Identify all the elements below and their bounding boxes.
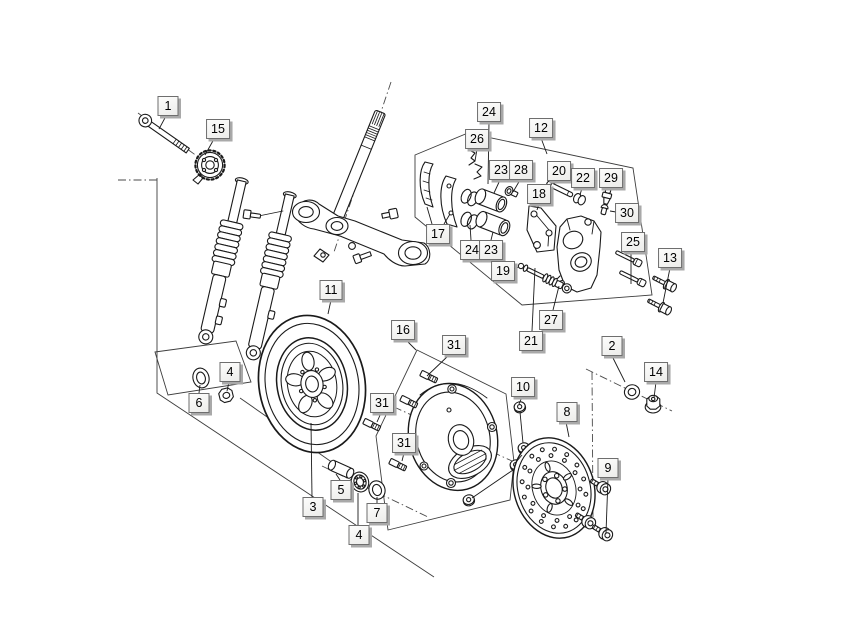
callout-24-4[interactable]: 24 bbox=[477, 102, 501, 122]
yoke-pinch-bolt bbox=[242, 209, 262, 220]
callout-27-19[interactable]: 27 bbox=[539, 310, 563, 330]
callout-7-34[interactable]: 7 bbox=[366, 503, 388, 523]
wheel-stud-2 bbox=[362, 418, 382, 432]
callout-15-1[interactable]: 15 bbox=[206, 119, 230, 139]
caliper-bolt-1 bbox=[647, 298, 673, 316]
slide-pin-upper bbox=[615, 250, 643, 268]
callout-23-15[interactable]: 23 bbox=[479, 240, 503, 260]
speedometer-drive bbox=[192, 149, 226, 185]
brake-pad-outer bbox=[419, 161, 434, 208]
wheel-bearing bbox=[350, 471, 370, 493]
fork-leg-left bbox=[198, 177, 249, 345]
callout-20-8[interactable]: 20 bbox=[547, 161, 571, 181]
front-wheel bbox=[257, 314, 367, 454]
hub-spacer bbox=[327, 459, 355, 479]
axle-bolt bbox=[138, 113, 190, 154]
callout-31-30[interactable]: 31 bbox=[392, 433, 416, 453]
callout-4-35[interactable]: 4 bbox=[348, 525, 370, 545]
wheel-hub bbox=[407, 382, 499, 492]
callout-22-9[interactable]: 22 bbox=[571, 168, 595, 188]
wheel-nut-3 bbox=[462, 494, 476, 507]
callout-21-20[interactable]: 21 bbox=[519, 331, 543, 351]
callout-29-10[interactable]: 29 bbox=[599, 168, 623, 188]
callout-leader-lines bbox=[158, 115, 671, 534]
callout-26-5[interactable]: 26 bbox=[465, 129, 489, 149]
callout-10-26[interactable]: 10 bbox=[511, 377, 535, 397]
yoke-side-bolt bbox=[381, 207, 399, 220]
callout-31-25[interactable]: 31 bbox=[370, 393, 394, 413]
group-outline-0 bbox=[156, 178, 435, 578]
brake-pad-inner bbox=[440, 175, 458, 228]
hub-seal bbox=[368, 480, 386, 500]
caliper-pin-assembly bbox=[517, 262, 572, 294]
callout-16-21[interactable]: 16 bbox=[391, 320, 415, 340]
slide-pin-lower bbox=[619, 270, 647, 288]
caliper-piston-lower bbox=[475, 210, 511, 237]
callout-31-22[interactable]: 31 bbox=[442, 335, 466, 355]
callout-14-24[interactable]: 14 bbox=[644, 362, 668, 382]
bearing-nut-left bbox=[218, 387, 234, 404]
callout-28-7[interactable]: 28 bbox=[509, 160, 533, 180]
callout-1-0[interactable]: 1 bbox=[157, 96, 179, 116]
yoke-stud bbox=[352, 251, 372, 265]
callout-4-28[interactable]: 4 bbox=[219, 362, 241, 382]
group-outline-1 bbox=[154, 340, 252, 396]
callout-9-31[interactable]: 9 bbox=[597, 458, 619, 478]
axle-nut bbox=[644, 394, 662, 414]
callout-8-29[interactable]: 8 bbox=[556, 402, 578, 422]
caliper-piston-upper bbox=[474, 188, 508, 213]
pad-clips bbox=[468, 149, 483, 180]
callout-19-16[interactable]: 19 bbox=[491, 261, 515, 281]
brake-disc bbox=[512, 437, 596, 539]
axle-spacer bbox=[623, 384, 641, 400]
callout-18-12[interactable]: 18 bbox=[527, 184, 551, 204]
callout-6-27[interactable]: 6 bbox=[188, 393, 210, 413]
bleed-cap bbox=[600, 204, 609, 216]
callout-13-18[interactable]: 13 bbox=[658, 248, 682, 268]
wheel-stud-1 bbox=[399, 395, 419, 409]
lower-yoke bbox=[291, 199, 431, 267]
callout-30-11[interactable]: 30 bbox=[615, 203, 639, 223]
callout-12-3[interactable]: 12 bbox=[529, 118, 553, 138]
callout-2-23[interactable]: 2 bbox=[601, 336, 623, 356]
callout-3-33[interactable]: 3 bbox=[302, 497, 324, 517]
pin-boot bbox=[572, 193, 586, 206]
disc-bolt-1 bbox=[574, 512, 597, 530]
disc-bolt-2 bbox=[591, 524, 614, 542]
callout-5-32[interactable]: 5 bbox=[330, 480, 352, 500]
disc-bolt-0 bbox=[589, 478, 612, 496]
group-outline-4 bbox=[375, 349, 515, 531]
dust-seal bbox=[192, 367, 210, 389]
callout-23-6[interactable]: 23 bbox=[489, 160, 513, 180]
callout-25-17[interactable]: 25 bbox=[621, 232, 645, 252]
fork-leg-right bbox=[245, 191, 297, 361]
wheel-nut-0 bbox=[513, 401, 527, 414]
pinch-bolt-pointer bbox=[260, 210, 284, 216]
wheel-stud-0 bbox=[419, 370, 439, 384]
callout-17-13[interactable]: 17 bbox=[426, 224, 450, 244]
callout-11-2[interactable]: 11 bbox=[319, 280, 343, 300]
wheel-stud-3 bbox=[388, 458, 408, 472]
caliper-bracket bbox=[526, 205, 557, 253]
